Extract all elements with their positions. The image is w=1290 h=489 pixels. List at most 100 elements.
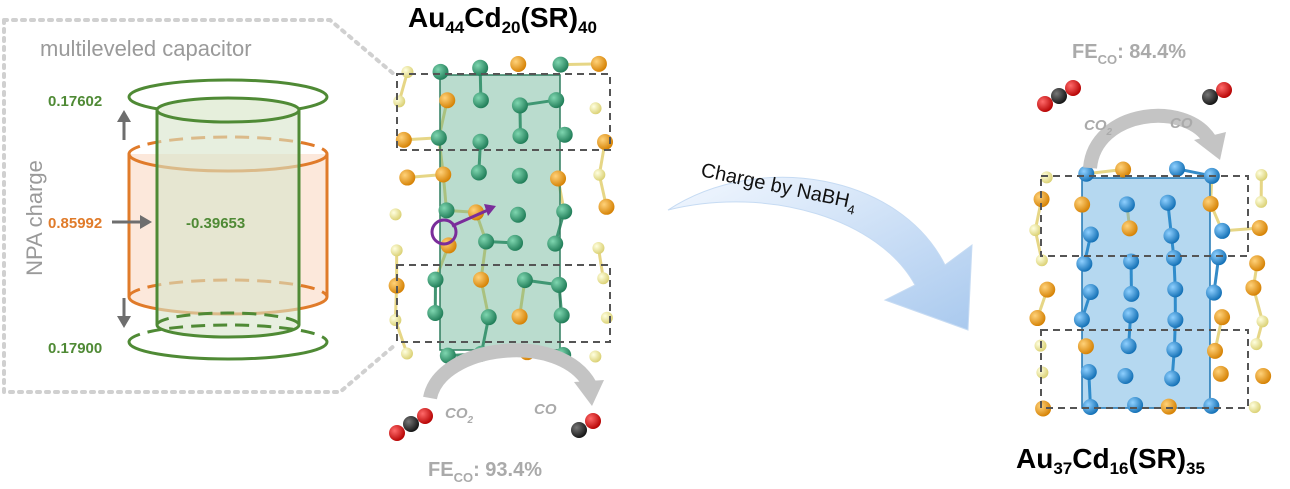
left-cluster-atom (600, 311, 613, 324)
left-cluster-atom (389, 313, 402, 326)
left-cluster-atom (472, 271, 489, 288)
left-cluster-atom (389, 208, 402, 221)
right-cluster-atom (1164, 370, 1181, 387)
left-co-molecule-icon (571, 413, 601, 438)
left-cluster-atom (390, 244, 403, 257)
left-cluster-atom (400, 347, 413, 360)
left-cluster-atom (401, 65, 414, 78)
right-cluster-atom (1123, 285, 1140, 302)
right-cluster-atom (1212, 365, 1229, 382)
right-cluster-atom (1035, 254, 1048, 267)
left-cluster-atom (430, 129, 447, 146)
left-cluster-atom (550, 170, 567, 187)
right-cluster-formula: Au37Cd16(SR)35 (1016, 443, 1205, 478)
highlight-circle (430, 218, 458, 246)
right-cluster-atom (1040, 171, 1053, 184)
right-cluster-atom (1115, 161, 1132, 178)
left-cluster-atom (512, 128, 529, 145)
right-cluster-atom (1167, 311, 1184, 328)
right-cluster-atom (1078, 165, 1095, 182)
left-cluster-atom (472, 59, 489, 76)
left-cluster-atom (592, 241, 605, 254)
outer-bottom-ring-front (127, 341, 329, 361)
right-cluster-atom (1163, 227, 1180, 244)
left-core-polyhedron (439, 74, 561, 351)
right-cluster-atom (1245, 279, 1262, 296)
right-cluster-atom (1076, 255, 1093, 272)
left-cluster-atom (589, 102, 602, 115)
left-cluster (388, 55, 615, 364)
right-cluster-atom (1082, 284, 1099, 301)
left-top-layer-box (396, 73, 611, 151)
right-cluster-atom (1160, 398, 1177, 415)
right-cluster-atom (1214, 222, 1231, 239)
charge-arrows (112, 110, 152, 328)
left-cluster-atom (593, 168, 606, 181)
left-co-label: CO (534, 401, 557, 418)
right-cluster-atom (1035, 400, 1052, 417)
right-curved-arrow (1083, 108, 1216, 170)
right-cluster-atom (1214, 309, 1231, 326)
right-cluster (1029, 160, 1272, 417)
left-cluster-atom (548, 92, 565, 109)
left-catalysis: CO2 CO FECO: 93.4% (389, 343, 604, 485)
right-cluster-atom (1073, 311, 1090, 328)
capacitor-title: multileveled capacitor (40, 36, 252, 61)
charge-arrow: Charge by NaBH4 (667, 159, 973, 331)
left-cluster-atom (556, 126, 573, 143)
left-cluster-formula: Au44Cd20(SR)40 (408, 2, 597, 37)
right-co2-label: CO2 (1084, 117, 1113, 138)
left-cluster-atom (438, 202, 455, 219)
left-cluster-atom (435, 166, 452, 183)
left-cluster-atom (388, 277, 405, 294)
right-cluster-atom (1123, 253, 1140, 270)
left-cluster-atom (472, 92, 489, 109)
right-cluster-atom (1033, 191, 1050, 208)
right-cluster-atom (1074, 196, 1091, 213)
left-cluster-atom (432, 63, 449, 80)
left-cluster-atom (399, 169, 416, 186)
right-cluster-atom (1039, 281, 1056, 298)
left-cluster-atom (556, 203, 573, 220)
right-cluster-atom (1205, 284, 1222, 301)
left-co2-molecule-icon (389, 408, 433, 441)
right-cluster-atom (1120, 338, 1137, 355)
left-cluster-atom (507, 234, 524, 251)
right-top-layer-box (1040, 175, 1249, 257)
left-cluster-atom (552, 56, 569, 73)
left-cluster-atom (472, 133, 489, 150)
left-cluster-atom (470, 164, 487, 181)
right-core-polyhedron (1081, 177, 1211, 409)
top-charge-value: 0.17602 (48, 93, 102, 110)
left-cluster-atom (439, 347, 456, 364)
capacitor-callout: multileveled capacitor NPA charge 0.176 (2, 18, 397, 394)
right-cluster-atom (1203, 397, 1220, 414)
right-fe-label: FECO: 84.4% (1072, 41, 1186, 67)
left-cluster-atom (427, 305, 444, 322)
right-cluster-atom (1251, 219, 1268, 236)
left-cluster-atom (393, 95, 406, 108)
right-cluster-atom (1169, 160, 1186, 177)
left-cluster-atom (395, 131, 412, 148)
left-cluster-atom (547, 235, 564, 252)
left-cluster-atom (480, 309, 497, 326)
left-curved-arrow (423, 343, 597, 401)
left-co2-label: CO2 (445, 405, 474, 426)
middle-charge-value: 0.85992 (48, 215, 102, 232)
left-cluster-atom (590, 55, 607, 72)
right-cluster-atom (1029, 310, 1046, 327)
right-cluster-atom (1082, 226, 1099, 243)
right-cluster-atom (1077, 338, 1094, 355)
left-cluster-atom (551, 276, 568, 293)
right-cluster-atom (1167, 281, 1184, 298)
right-cluster-atom (1210, 249, 1227, 266)
right-catalysis: CO2 CO FECO: 84.4% (1037, 41, 1232, 170)
left-cluster-atom (511, 308, 528, 325)
right-bottom-layer-box (1040, 329, 1249, 409)
right-cluster-atom (1118, 196, 1135, 213)
right-cluster-atom (1255, 368, 1272, 385)
left-bottom-layer-box (396, 264, 611, 343)
left-cluster-atom (598, 198, 615, 215)
highlight-arrow (451, 208, 489, 228)
